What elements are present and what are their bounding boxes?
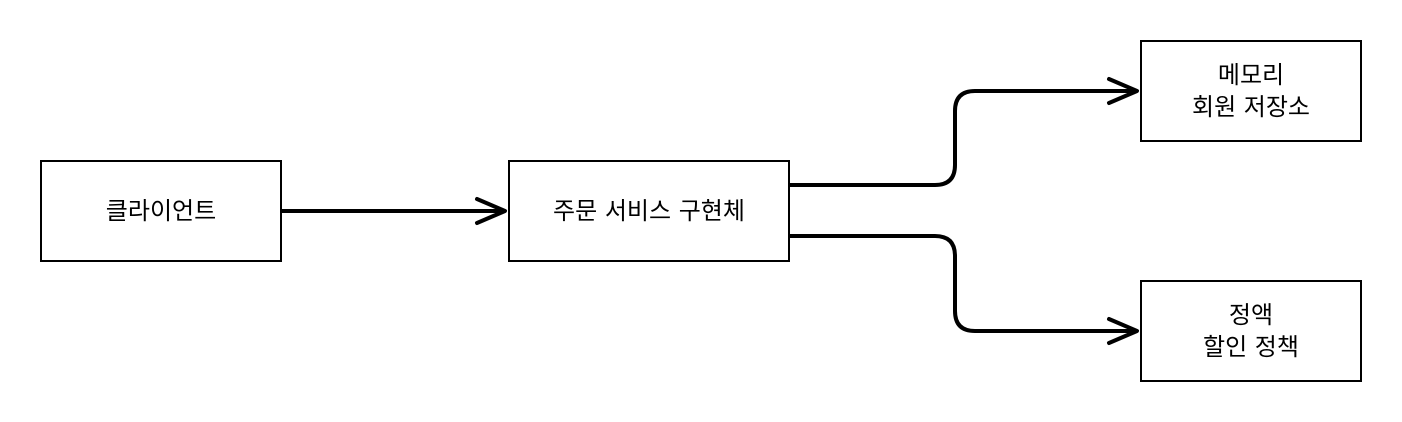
node-memory-repo-label-line2: 회원 저장소 <box>1192 93 1310 121</box>
node-memory-repo[interactable]: 메모리 회원 저장소 <box>1140 40 1362 142</box>
node-discount-policy-box <box>1140 280 1362 382</box>
edge-arrowhead <box>1107 77 1139 105</box>
edge-arrowhead <box>1107 317 1139 345</box>
edge-client-to-order-service <box>282 197 507 225</box>
node-discount-policy-label-line1: 정액 <box>1229 301 1273 329</box>
edge-order-service-to-memory-repo <box>790 77 1139 187</box>
node-client-label: 클라이언트 <box>106 197 216 225</box>
edge-arrowhead <box>475 197 507 225</box>
node-order-service-box <box>508 160 790 262</box>
node-order-service[interactable]: 주문 서비스 구현체 <box>508 160 790 262</box>
node-memory-repo-label-line1: 메모리 <box>1218 61 1284 89</box>
edge-line <box>790 234 1137 333</box>
edge-order-service-to-discount-policy <box>790 234 1139 345</box>
node-memory-repo-box <box>1140 40 1362 142</box>
edge-line <box>790 89 1137 187</box>
node-client-box <box>40 160 282 262</box>
node-discount-policy-label-line2: 할인 정책 <box>1203 333 1299 361</box>
node-discount-policy[interactable]: 정액 할인 정책 <box>1140 280 1362 382</box>
node-order-service-label: 주문 서비스 구현체 <box>553 197 745 225</box>
node-client[interactable]: 클라이언트 <box>40 160 282 262</box>
